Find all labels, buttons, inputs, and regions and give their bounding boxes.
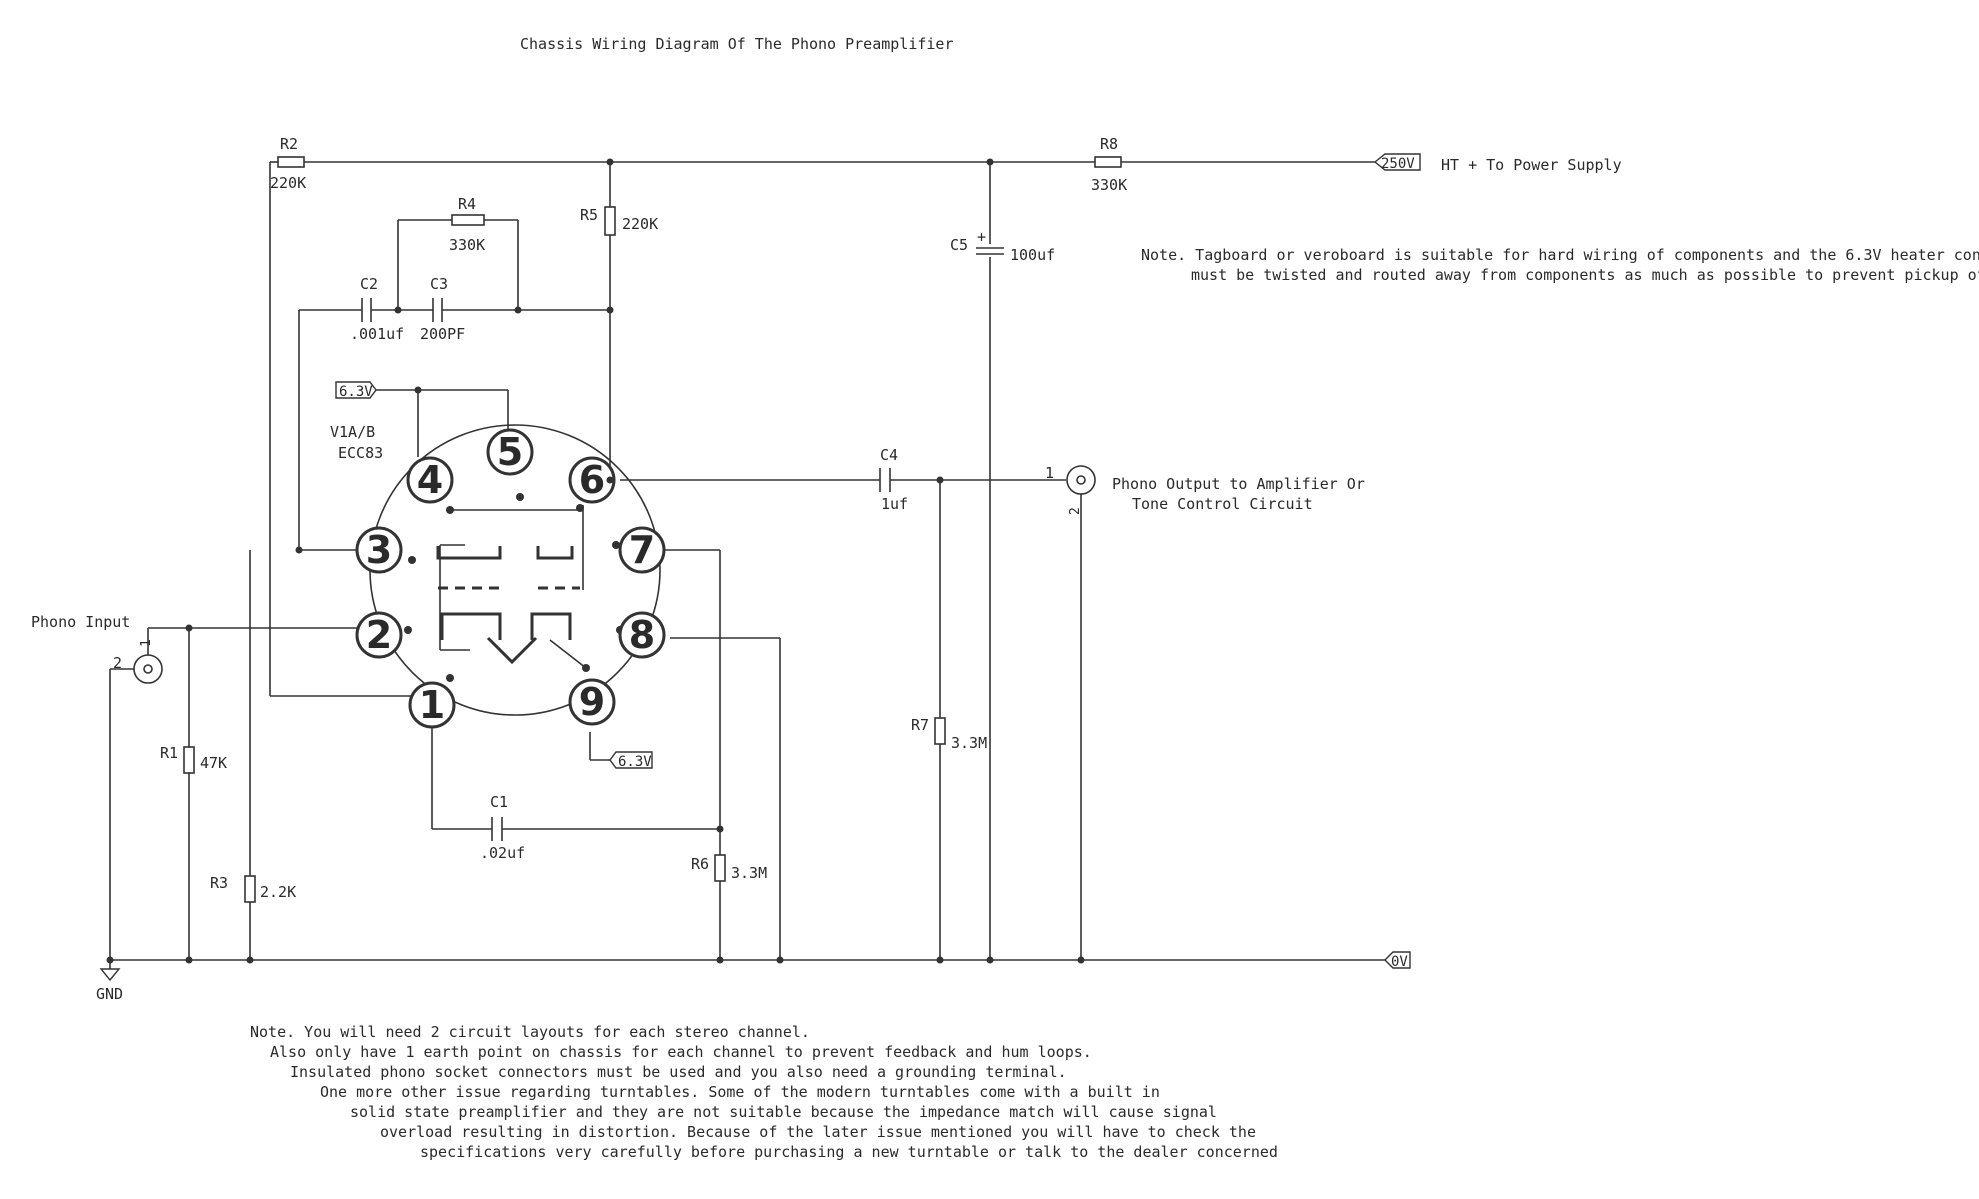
svg-text:2: 2	[1068, 507, 1083, 515]
note-top: Note. Tagboard or veroboard is suitable …	[1141, 246, 1979, 284]
tube-pin-9: 9	[568, 678, 616, 726]
svg-text:R3: R3	[210, 874, 228, 892]
svg-text:R6: R6	[691, 855, 709, 873]
svg-text:6.3V: 6.3V	[618, 754, 652, 770]
svg-text:R8: R8	[1100, 135, 1118, 153]
tube-pin-1: 1	[408, 681, 456, 729]
resistor-r7: R7 3.3M	[911, 716, 987, 752]
note-bottom-line: overload resulting in distortion. Becaus…	[380, 1123, 1256, 1141]
svg-text:5: 5	[497, 430, 523, 474]
net-label-heater-b: 6.3V	[609, 751, 653, 770]
svg-text:220K: 220K	[622, 215, 658, 233]
svg-text:220K: 220K	[270, 174, 306, 192]
resistor-r1: R1 47K	[160, 744, 227, 774]
tube-pin-6: 6	[568, 456, 616, 504]
tube-ref: V1A/B	[330, 423, 375, 441]
capacitor-c5: + C5 100uf	[950, 228, 1055, 264]
svg-text:250V: 250V	[1381, 156, 1415, 172]
svg-text:47K: 47K	[200, 754, 227, 772]
capacitor-c3: C3 200PF	[420, 275, 465, 343]
svg-text:3.3M: 3.3M	[951, 734, 987, 752]
note-top-line: must be twisted and routed away from com…	[1191, 266, 1979, 284]
wires	[109, 161, 1385, 961]
svg-text:C4: C4	[880, 446, 898, 464]
resistor-r6: R6 3.3M	[691, 854, 767, 882]
note-top-line: Note. Tagboard or veroboard is suitable …	[1141, 246, 1979, 264]
phono-output-label-2: Tone Control Circuit	[1132, 495, 1313, 513]
resistor-r5: R5 220K	[580, 206, 658, 236]
resistor-r2: R2 220K	[270, 135, 306, 192]
note-bottom-line: One more other issue regarding turntable…	[320, 1083, 1160, 1101]
capacitor-c1: C1 .02uf	[480, 793, 525, 862]
svg-text:R5: R5	[580, 206, 598, 224]
svg-text:6: 6	[579, 458, 605, 502]
svg-text:8: 8	[629, 613, 655, 657]
phono-input-label: Phono Input	[31, 613, 130, 631]
svg-text:GND: GND	[96, 985, 123, 1003]
resistor-r4: R4 330K	[449, 195, 485, 254]
svg-text:330K: 330K	[1091, 176, 1127, 194]
tube-pin-4: 4	[406, 456, 454, 504]
note-bottom-line: Note. You will need 2 circuit layouts fo…	[250, 1023, 810, 1041]
tube-ecc83: 1 2 3 4 5 6 7 8 9 V1A/B ECC83	[330, 423, 666, 729]
svg-text:.02uf: .02uf	[480, 844, 525, 862]
svg-text:1: 1	[419, 683, 445, 727]
phono-input-connector: Phono Input 1 2	[31, 613, 163, 684]
note-bottom: Note. You will need 2 circuit layouts fo…	[250, 1023, 1278, 1161]
svg-text:R2: R2	[280, 135, 298, 153]
svg-text:100uf: 100uf	[1010, 246, 1055, 264]
tube-type: ECC83	[338, 444, 383, 462]
phono-output-label-1: Phono Output to Amplifier Or	[1112, 475, 1365, 493]
tube-pin-3: 3	[355, 526, 403, 574]
svg-text:.001uf: .001uf	[350, 325, 404, 343]
svg-text:0V: 0V	[1391, 954, 1408, 970]
svg-text:3.3M: 3.3M	[731, 864, 767, 882]
capacitor-c4: C4 1uf	[879, 446, 908, 513]
ground-symbol: GND	[96, 960, 123, 1003]
svg-text:7: 7	[629, 528, 655, 572]
svg-text:9: 9	[579, 680, 605, 724]
svg-text:6.3V: 6.3V	[339, 384, 373, 400]
net-label-250v: 250V HT + To Power Supply	[1373, 153, 1622, 174]
svg-text:1: 1	[1045, 464, 1054, 482]
resistor-r3: R3 2.2K	[210, 874, 296, 903]
ht-description: HT + To Power Supply	[1441, 156, 1622, 174]
resistor-r8: R8 330K	[1091, 135, 1127, 194]
diagram-title: Chassis Wiring Diagram Of The Phono Prea…	[520, 35, 953, 53]
svg-text:200PF: 200PF	[420, 325, 465, 343]
junction-dots	[106, 158, 1085, 964]
svg-text:R1: R1	[160, 744, 178, 762]
svg-text:330K: 330K	[449, 236, 485, 254]
svg-text:+: +	[977, 228, 986, 246]
svg-text:1: 1	[139, 639, 154, 647]
svg-text:C1: C1	[490, 793, 508, 811]
note-bottom-line: Insulated phono socket connectors must b…	[290, 1063, 1067, 1081]
svg-text:C5: C5	[950, 236, 968, 254]
tube-pin-8: 8	[618, 611, 666, 659]
svg-text:3: 3	[366, 528, 392, 572]
phono-output-connector: 1 2 Phono Output to Amplifier Or Tone Co…	[1045, 464, 1365, 515]
svg-text:2: 2	[113, 654, 122, 672]
tube-electrodes	[436, 546, 580, 665]
svg-text:R4: R4	[458, 195, 476, 213]
tube-pin-5: 5	[486, 428, 534, 476]
note-bottom-line: Also only have 1 earth point on chassis …	[270, 1043, 1092, 1061]
svg-text:R7: R7	[911, 716, 929, 734]
svg-text:1uf: 1uf	[881, 495, 908, 513]
tube-pin-2: 2	[355, 611, 403, 659]
tube-pin-7: 7	[618, 526, 666, 574]
svg-text:C2: C2	[360, 275, 378, 293]
svg-text:C3: C3	[430, 275, 448, 293]
capacitor-c2: C2 .001uf	[350, 275, 404, 343]
note-bottom-line: solid state preamplifier and they are no…	[350, 1103, 1217, 1121]
note-bottom-line: specifications very carefully before pur…	[420, 1143, 1278, 1161]
net-label-heater-a: 6.3V	[335, 381, 377, 400]
net-label-0v: 0V	[1384, 951, 1411, 970]
svg-text:4: 4	[417, 458, 443, 502]
svg-text:2: 2	[366, 613, 392, 657]
svg-text:2.2K: 2.2K	[260, 883, 296, 901]
